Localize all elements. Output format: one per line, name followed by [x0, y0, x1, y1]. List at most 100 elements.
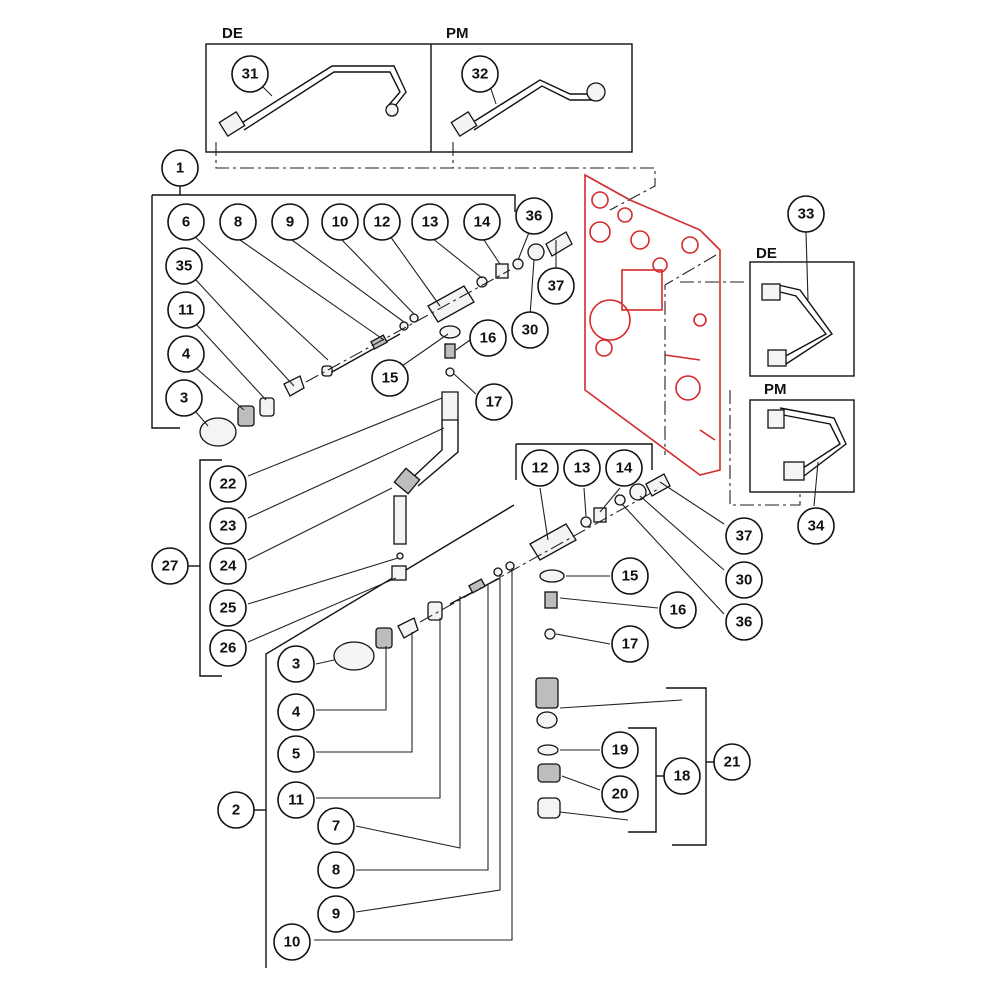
svg-text:10: 10 [284, 934, 301, 951]
callout-16b: 16 [659, 591, 697, 629]
mounting-panel [584, 173, 721, 476]
callout-14b: 14 [605, 449, 643, 487]
svg-text:19: 19 [612, 742, 629, 759]
svg-text:6: 6 [182, 214, 190, 231]
top-box-frame [205, 43, 633, 153]
pipe-33 [771, 289, 828, 359]
svg-text:23: 23 [220, 518, 237, 535]
bracket-2-side [265, 504, 515, 968]
part-4 [237, 405, 255, 427]
svg-text:34: 34 [808, 518, 825, 535]
part-18-cup [537, 797, 561, 819]
svg-text:10: 10 [332, 214, 349, 231]
callout-6: 6 [167, 203, 205, 241]
part-15 [439, 325, 461, 339]
callout-4b: 4 [277, 693, 315, 731]
part-22 [441, 391, 459, 421]
svg-text:8: 8 [234, 214, 242, 231]
label-pm-top: PM [446, 25, 469, 42]
callout-24: 24 [209, 547, 247, 585]
svg-text:31: 31 [242, 66, 259, 83]
callout-15: 15 [371, 359, 409, 397]
part-16b [544, 591, 558, 609]
svg-text:22: 22 [220, 476, 237, 493]
part-26 [391, 565, 407, 581]
side-pipe-boxes: DE PM [680, 245, 855, 506]
svg-text:4: 4 [292, 704, 301, 721]
callout-35: 35 [165, 247, 203, 285]
svg-text:13: 13 [422, 214, 439, 231]
svg-text:13: 13 [574, 460, 591, 477]
callout-12b: 12 [521, 449, 559, 487]
part-16 [444, 343, 456, 359]
part-21-base [536, 711, 558, 729]
pipe-34 [777, 413, 841, 471]
svg-text:8: 8 [332, 862, 340, 879]
callout-17: 17 [475, 383, 513, 421]
part-4b [375, 627, 393, 649]
panel-outline [584, 173, 721, 476]
svg-text:17: 17 [486, 394, 503, 411]
callout-30b: 30 [725, 561, 763, 599]
callout-11: 11 [167, 291, 205, 329]
part-30b [629, 483, 647, 501]
callout-14: 14 [463, 203, 501, 241]
callout-25: 25 [209, 589, 247, 627]
svg-text:21: 21 [724, 754, 741, 771]
part-17b [544, 628, 556, 640]
callout-11b: 11 [277, 781, 315, 819]
svg-text:24: 24 [220, 558, 237, 575]
callout-36b: 36 [725, 603, 763, 641]
callout-7: 7 [317, 807, 355, 845]
part-14 [495, 263, 509, 279]
callout-10: 10 [321, 203, 359, 241]
svg-text:37: 37 [548, 278, 565, 295]
bracket-1-side [151, 195, 180, 429]
svg-text:9: 9 [286, 214, 294, 231]
svg-text:7: 7 [332, 818, 340, 835]
callout-9: 9 [271, 203, 309, 241]
svg-text:37: 37 [736, 528, 753, 545]
part-21-cap [535, 677, 559, 709]
part-24-tube [393, 495, 407, 545]
svg-text:1: 1 [176, 160, 184, 177]
callout-26: 26 [209, 629, 247, 667]
part-37b [645, 473, 671, 497]
label-de-side: DE [756, 245, 777, 262]
callout-2: 2 [217, 791, 255, 829]
part-36b [614, 494, 626, 506]
top-pipe-boxes: DE PM [205, 25, 656, 211]
callout-9b: 9 [317, 895, 355, 933]
side-box-de [749, 261, 855, 377]
callout-37b: 37 [725, 517, 763, 555]
svg-text:32: 32 [472, 66, 489, 83]
svg-text:16: 16 [670, 602, 687, 619]
label-de-top: DE [222, 25, 243, 42]
part-24 [393, 467, 421, 495]
callout-5: 5 [277, 735, 315, 773]
svg-text:3: 3 [180, 390, 188, 407]
callout-34: 34 [797, 507, 835, 545]
svg-text:12: 12 [532, 460, 549, 477]
part-17 [445, 367, 455, 377]
bracket-1-top [152, 194, 516, 212]
brackets [151, 185, 714, 968]
callout-37: 37 [537, 267, 575, 305]
svg-text:4: 4 [182, 346, 191, 363]
callout-17b: 17 [611, 625, 649, 663]
svg-text:12: 12 [374, 214, 391, 231]
part-11 [259, 397, 275, 417]
svg-text:9: 9 [332, 906, 340, 923]
callout-3b: 3 [277, 645, 315, 683]
callout-10b: 10 [273, 923, 311, 961]
callout-12: 12 [363, 203, 401, 241]
part-19 [537, 744, 559, 756]
callout-36: 36 [515, 197, 553, 235]
panel-window [621, 269, 663, 311]
part-30 [527, 243, 545, 261]
upper-valve-assembly [199, 231, 573, 581]
part-9b [493, 567, 503, 577]
part-36 [512, 258, 524, 270]
part-12-body [427, 285, 475, 323]
svg-text:14: 14 [616, 460, 633, 477]
